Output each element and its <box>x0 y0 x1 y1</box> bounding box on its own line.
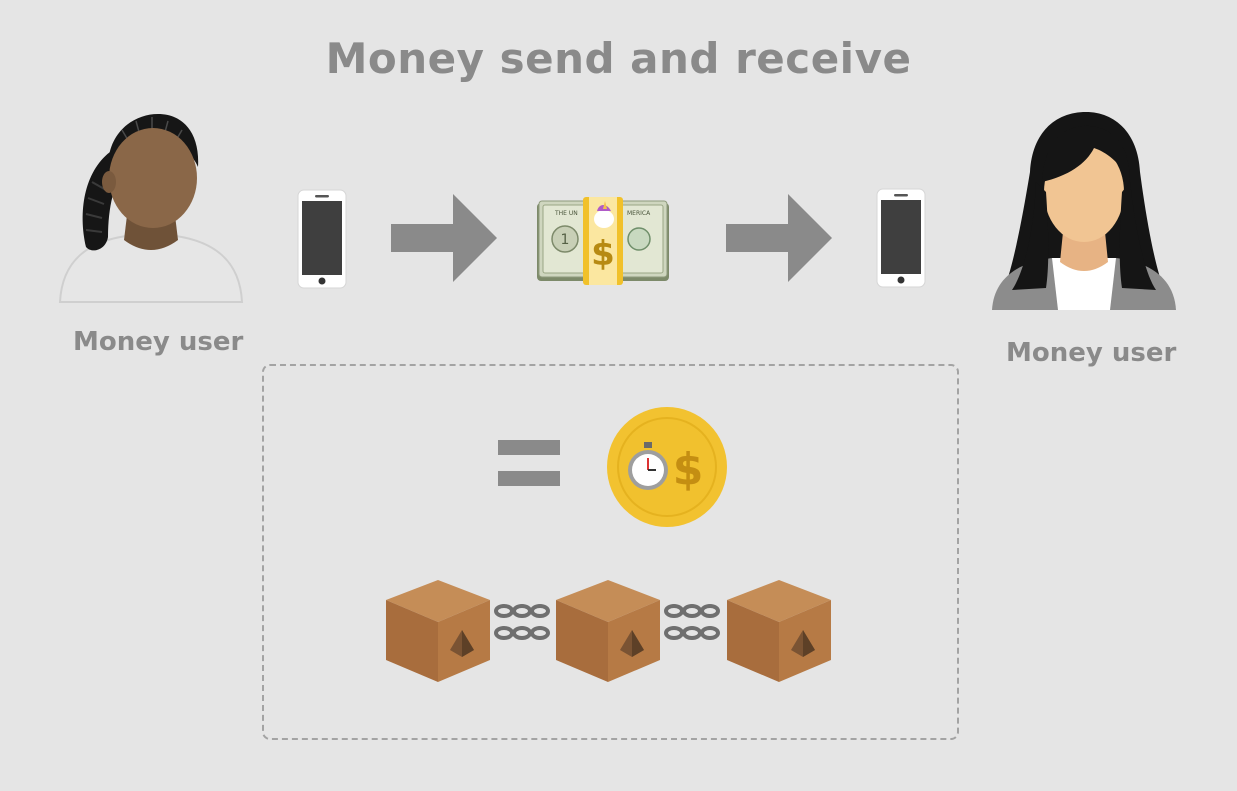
sender-phone-icon <box>297 189 347 289</box>
receiver-label: Money user <box>1006 338 1177 368</box>
chain-link-icon <box>494 597 550 645</box>
svg-text:1: 1 <box>561 232 570 248</box>
receiver-avatar <box>990 112 1178 312</box>
banknote-dollar-sign: $ <box>591 234 615 274</box>
arrow-icon <box>726 194 832 282</box>
svg-text:THE UN: THE UN <box>554 210 578 217</box>
block-box-icon <box>386 572 490 682</box>
chain-link-icon <box>664 597 720 645</box>
arrow-icon <box>391 194 497 282</box>
equals-sign-icon <box>498 440 560 488</box>
blockchain-group-box <box>262 364 959 740</box>
coin-dollar-sign: $ <box>673 444 704 495</box>
money-stack-icon: 1 THE UN MERICA $ <box>535 193 671 287</box>
crypto-coin-icon: $ <box>606 406 728 528</box>
diagram-title: Money send and receive <box>325 34 912 83</box>
receiver-phone-icon <box>876 188 926 288</box>
svg-text:MERICA: MERICA <box>627 210 651 217</box>
sender-label: Money user <box>73 327 244 357</box>
sender-avatar <box>56 112 246 304</box>
block-box-icon <box>727 572 831 682</box>
block-box-icon <box>556 572 660 682</box>
